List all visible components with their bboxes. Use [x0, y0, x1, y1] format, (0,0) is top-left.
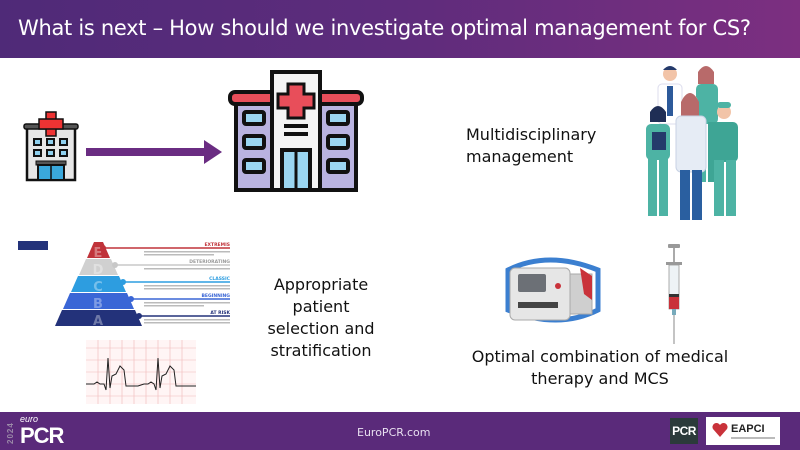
optimal-combination-text: Optimal combination of medical therapy a… — [460, 346, 740, 390]
arrow-right-icon — [86, 140, 222, 164]
pyramid-level-d — [79, 259, 118, 275]
selection-line-1: Appropriate — [273, 275, 369, 294]
pyramid-level-c — [71, 276, 126, 292]
mcs-device-illustration — [505, 257, 601, 323]
multidisciplinary-line-1: Multidisciplinary — [466, 125, 597, 144]
medical-team-illustration — [646, 66, 738, 220]
patient-selection-text: Appropriate patient selection and strati… — [256, 274, 386, 362]
small-hospital-icon — [23, 111, 79, 182]
large-hospital-icon — [228, 70, 364, 192]
pyramid-level-a — [55, 310, 142, 326]
svg-text:A: A — [93, 314, 103, 329]
slide-header: What is next – How should we investigate… — [0, 0, 800, 58]
eapci-logo: EAPCI — [706, 417, 780, 445]
svg-text:E: E — [94, 246, 103, 261]
selection-line-4: stratification — [270, 341, 372, 360]
selection-line-3: selection and — [267, 319, 375, 338]
ecg-strip — [86, 340, 196, 404]
selection-line-2: patient — [292, 297, 350, 316]
slide-footer: 2024 euro PCR EuroPCR.com PCR EAPCI — [0, 412, 800, 450]
footer-year: 2024 — [6, 422, 15, 444]
combination-line-1: Optimal combination of medical — [471, 347, 729, 366]
svg-text:AT RISK: AT RISK — [210, 310, 230, 316]
footer-brand-small: euro — [20, 414, 39, 424]
svg-text:BEGINNING: BEGINNING — [201, 293, 230, 299]
multidisciplinary-line-2: management — [466, 147, 574, 166]
eapci-text: EAPCI — [731, 423, 765, 435]
svg-text:D: D — [93, 263, 104, 278]
eapci-subtitle — [731, 437, 775, 439]
pyramid-level-b — [63, 293, 134, 309]
syringe-icon — [666, 244, 682, 344]
svg-text:CLASSIC: CLASSIC — [209, 276, 231, 282]
svg-text:DETERIORATING: DETERIORATING — [189, 259, 230, 265]
multidisciplinary-text: Multidisciplinary management — [466, 124, 596, 168]
svg-text:EXTREMIS: EXTREMIS — [204, 242, 230, 248]
legend-box — [18, 241, 48, 250]
svg-text:C: C — [93, 280, 103, 295]
combination-line-2: therapy and MCS — [531, 369, 669, 388]
footer-url[interactable]: EuroPCR.com — [357, 426, 431, 439]
svg-text:B: B — [93, 297, 103, 312]
pcr-badge: PCR — [670, 418, 698, 444]
heart-icon — [712, 422, 728, 437]
europcr-logo: PCR — [20, 423, 64, 448]
slide-title: What is next – How should we investigate… — [18, 16, 751, 40]
